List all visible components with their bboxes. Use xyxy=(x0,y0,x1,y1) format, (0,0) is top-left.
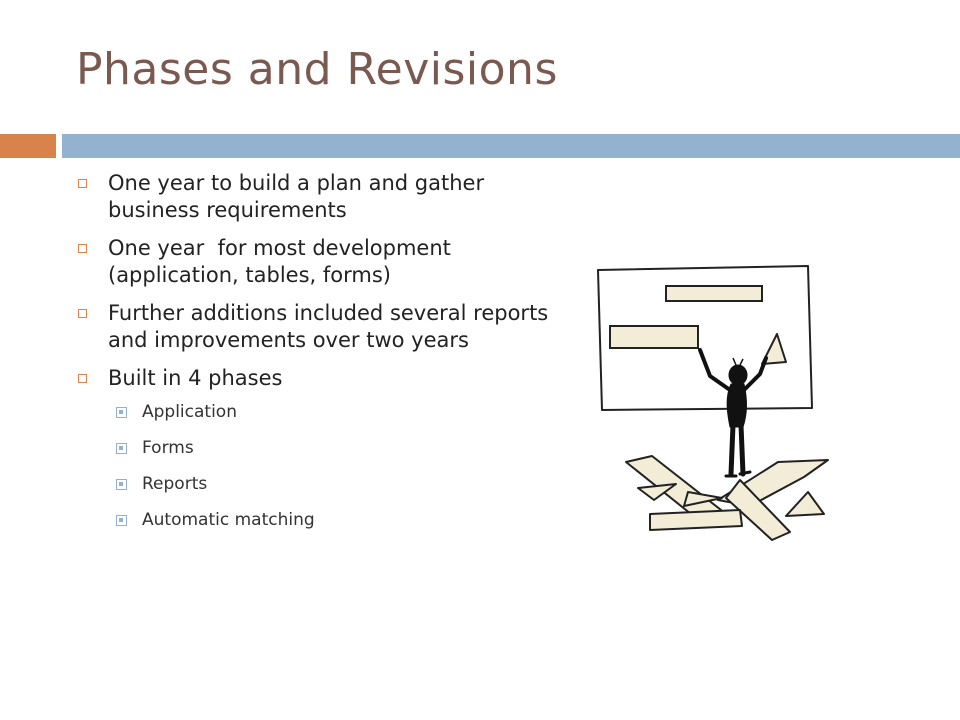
bullet-text: Further additions included several repor… xyxy=(108,301,549,352)
filled-square-bullet-icon xyxy=(116,443,127,454)
bullet-text: One year for most development (applicati… xyxy=(108,236,458,287)
sub-bullet-text: Application xyxy=(142,402,237,422)
sub-bullet-item: Reports xyxy=(76,473,576,495)
filled-square-bullet-icon xyxy=(116,515,127,526)
square-bullet-icon xyxy=(78,244,87,253)
bullet-list: One year to build a plan and gather busi… xyxy=(76,170,576,545)
sub-bullet-list: Application Forms Reports Automatic matc… xyxy=(76,401,576,531)
sub-bullet-item: Forms xyxy=(76,437,576,459)
bullet-item: One year to build a plan and gather busi… xyxy=(76,170,576,224)
sub-bullet-text: Forms xyxy=(142,438,194,458)
title-rule-accent xyxy=(0,134,56,158)
bullet-text: One year to build a plan and gather busi… xyxy=(108,171,485,222)
slide-title: Phases and Revisions xyxy=(76,44,558,95)
filled-square-bullet-icon xyxy=(116,479,127,490)
bullet-text: Built in 4 phases xyxy=(108,366,283,390)
square-bullet-icon xyxy=(78,179,87,188)
square-bullet-icon xyxy=(78,309,87,318)
sub-bullet-item: Application xyxy=(76,401,576,423)
sub-bullet-text: Reports xyxy=(142,474,208,494)
bullet-item: Further additions included several repor… xyxy=(76,300,576,354)
filled-square-bullet-icon xyxy=(116,407,127,418)
stick-figure-building-shapes-icon xyxy=(597,265,829,541)
bullet-item: One year for most development (applicati… xyxy=(76,235,576,289)
bullet-item: Built in 4 phases xyxy=(76,365,576,392)
sub-bullet-text: Automatic matching xyxy=(142,510,315,530)
sub-bullet-item: Automatic matching xyxy=(76,509,576,531)
square-bullet-icon xyxy=(78,374,87,383)
title-rule-bar xyxy=(62,134,960,158)
